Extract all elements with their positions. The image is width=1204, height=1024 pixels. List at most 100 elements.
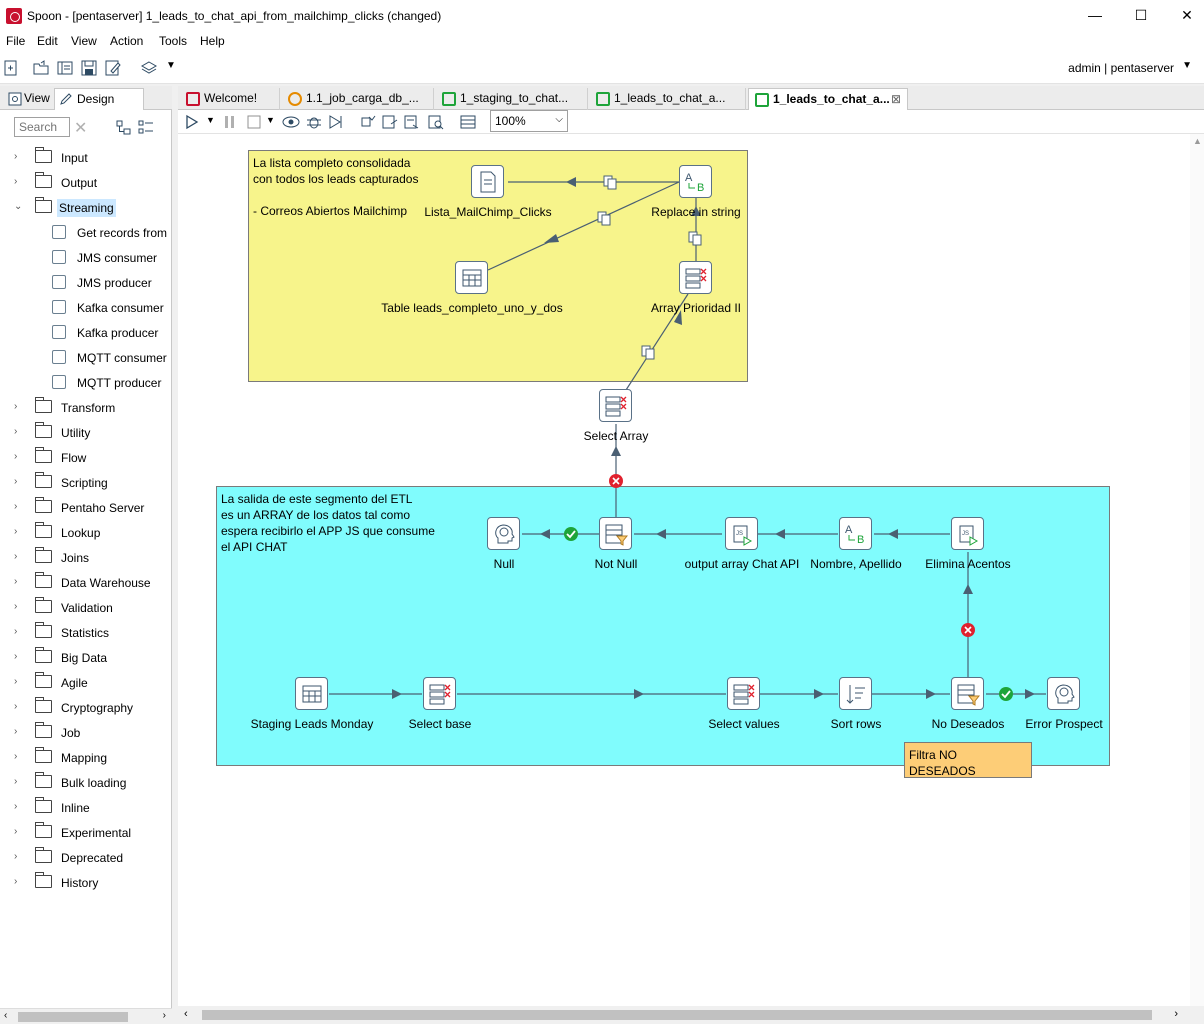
tree-item-input[interactable]: ›Input xyxy=(0,146,172,170)
chevron-right-icon[interactable]: › xyxy=(14,526,18,537)
editor-tab[interactable]: Welcome! xyxy=(180,88,280,110)
menu-file[interactable]: File xyxy=(6,34,26,48)
tree-item-kafka-producer[interactable]: Kafka producer xyxy=(0,321,172,345)
step-error-prospect[interactable] xyxy=(1047,677,1080,710)
chevron-right-icon[interactable]: › xyxy=(14,701,18,712)
tree-item-experimental[interactable]: ›Experimental xyxy=(0,821,172,845)
preview-eye-icon[interactable] xyxy=(282,114,300,130)
menu-help[interactable]: Help xyxy=(200,34,225,48)
scroll-up-icon[interactable]: ▲ xyxy=(1193,136,1202,146)
hop-notnull-to-selectarray[interactable] xyxy=(611,424,621,518)
step-array-prioridad-ii[interactable] xyxy=(679,261,712,294)
menu-tools[interactable]: Tools xyxy=(159,34,188,48)
stop-options-caret-icon[interactable]: ▼ xyxy=(266,115,275,125)
hop-notnull-to-null[interactable] xyxy=(522,529,599,539)
tree-item-utility[interactable]: ›Utility xyxy=(0,421,172,445)
tree-item-statistics[interactable]: ›Statistics xyxy=(0,621,172,645)
step-no-deseados[interactable] xyxy=(951,677,984,710)
open-file-icon[interactable] xyxy=(33,60,49,76)
step-elimina-acentos[interactable]: JS xyxy=(951,517,984,550)
chevron-right-icon[interactable]: › xyxy=(14,851,18,862)
hop-selectarray-to-arrayprio[interactable] xyxy=(625,293,689,391)
tree-item-data-warehouse[interactable]: ›Data Warehouse xyxy=(0,571,172,595)
close-window-button[interactable]: ✕ xyxy=(1181,7,1193,23)
expand-all-icon[interactable] xyxy=(138,120,154,136)
collapse-all-icon[interactable] xyxy=(116,120,132,136)
hop-sortrows-to-nodeseados[interactable] xyxy=(872,689,950,699)
tree-item-history[interactable]: ›History xyxy=(0,871,172,895)
tree-item-cryptography[interactable]: ›Cryptography xyxy=(0,696,172,720)
hop-selectbase-to-selectvalues[interactable] xyxy=(457,689,726,699)
chevron-right-icon[interactable]: › xyxy=(14,551,18,562)
chevron-right-icon[interactable]: › xyxy=(14,401,18,412)
tree-item-streaming[interactable]: ⌄Streaming xyxy=(0,196,172,220)
hop-output-to-notnull[interactable] xyxy=(634,529,722,539)
hop-nombre-to-output[interactable] xyxy=(758,529,838,539)
step-search-input[interactable] xyxy=(14,117,70,137)
step-select-values[interactable] xyxy=(727,677,760,710)
scroll-left-icon[interactable]: ‹ xyxy=(184,1008,188,1020)
menu-action[interactable]: Action xyxy=(110,34,144,48)
step-output-array-chat-api[interactable]: JS xyxy=(725,517,758,550)
editor-tab[interactable]: 1_leads_to_chat_a...⊠ xyxy=(748,88,908,110)
maximize-button[interactable]: ☐ xyxy=(1134,7,1148,23)
tree-item-lookup[interactable]: ›Lookup xyxy=(0,521,172,545)
hop-arrayprio-to-replace[interactable] xyxy=(691,198,701,262)
close-tab-icon[interactable]: ⊠ xyxy=(890,92,901,106)
step-sort-rows[interactable] xyxy=(839,677,872,710)
chevron-right-icon[interactable]: › xyxy=(14,801,18,812)
hop-replace-to-table[interactable] xyxy=(487,181,680,271)
tree-item-agile[interactable]: ›Agile xyxy=(0,671,172,695)
chevron-right-icon[interactable]: › xyxy=(14,601,18,612)
tree-item-output[interactable]: ›Output xyxy=(0,171,172,195)
tree-item-mapping[interactable]: ›Mapping xyxy=(0,746,172,770)
chevron-right-icon[interactable]: › xyxy=(14,751,18,762)
editor-tab[interactable]: 1.1_job_carga_db_... xyxy=(282,88,434,110)
scroll-right-icon[interactable]: › xyxy=(1174,1008,1178,1020)
user-menu-caret-icon[interactable]: ▼ xyxy=(1182,60,1192,71)
hop-nodeseados-to-errorprospect[interactable] xyxy=(986,689,1046,699)
scroll-left-icon[interactable]: ‹ xyxy=(4,1010,8,1021)
tree-item-big-data[interactable]: ›Big Data xyxy=(0,646,172,670)
step-select-array[interactable] xyxy=(599,389,632,422)
chevron-right-icon[interactable]: › xyxy=(14,776,18,787)
minimize-button[interactable]: — xyxy=(1088,7,1102,23)
tree-item-kafka-consumer[interactable]: Kafka consumer xyxy=(0,296,172,320)
debug-bug-icon[interactable] xyxy=(306,114,322,130)
editor-tab[interactable]: 1_leads_to_chat_a... xyxy=(590,88,746,110)
step-null[interactable] xyxy=(487,517,520,550)
chevron-right-icon[interactable]: › xyxy=(14,176,18,187)
note-orange[interactable]: Filtra NO DESEADOS xyxy=(904,742,1032,778)
save-as-icon[interactable] xyxy=(105,60,121,76)
perspective-dropdown-caret-icon[interactable]: ▼ xyxy=(166,60,176,71)
step-staging-leads-monday[interactable] xyxy=(295,677,328,710)
hop-nodeseados-to-elimina[interactable] xyxy=(963,552,973,678)
chevron-right-icon[interactable]: › xyxy=(14,726,18,737)
hop-selectvalues-to-sortrows[interactable] xyxy=(760,689,838,699)
left-panel-scrollbar[interactable]: ‹ › xyxy=(0,1008,172,1024)
tree-item-get-records-from[interactable]: Get records from xyxy=(0,221,172,245)
step-not-null[interactable] xyxy=(599,517,632,550)
verify-icon[interactable] xyxy=(360,114,376,130)
tree-item-mqtt-consumer[interactable]: MQTT consumer xyxy=(0,346,172,370)
perspective-layers-icon[interactable] xyxy=(141,60,157,76)
chevron-right-icon[interactable]: › xyxy=(14,501,18,512)
chevron-right-icon[interactable]: › xyxy=(14,151,18,162)
tree-item-flow[interactable]: ›Flow xyxy=(0,446,172,470)
user-repository-label[interactable]: admin | pentaserver xyxy=(1068,61,1174,75)
run-icon[interactable] xyxy=(184,114,200,130)
step-table-leads-completo[interactable] xyxy=(455,261,488,294)
transformation-canvas[interactable]: La lista completo consolidada con todos … xyxy=(178,134,1204,1006)
step-lista-mailchimp-clicks[interactable] xyxy=(471,165,504,198)
chevron-right-icon[interactable]: › xyxy=(14,876,18,887)
chevron-down-icon[interactable]: ⌄ xyxy=(14,201,23,212)
tree-item-deprecated[interactable]: ›Deprecated xyxy=(0,846,172,870)
hop-elimina-to-nombre[interactable] xyxy=(874,529,950,539)
zoom-select[interactable]: 100% ⌵ xyxy=(490,110,568,132)
tree-item-jms-consumer[interactable]: JMS consumer xyxy=(0,246,172,270)
hop-replace-to-lista[interactable] xyxy=(508,177,679,187)
chevron-right-icon[interactable]: › xyxy=(14,451,18,462)
tree-item-inline[interactable]: ›Inline xyxy=(0,796,172,820)
